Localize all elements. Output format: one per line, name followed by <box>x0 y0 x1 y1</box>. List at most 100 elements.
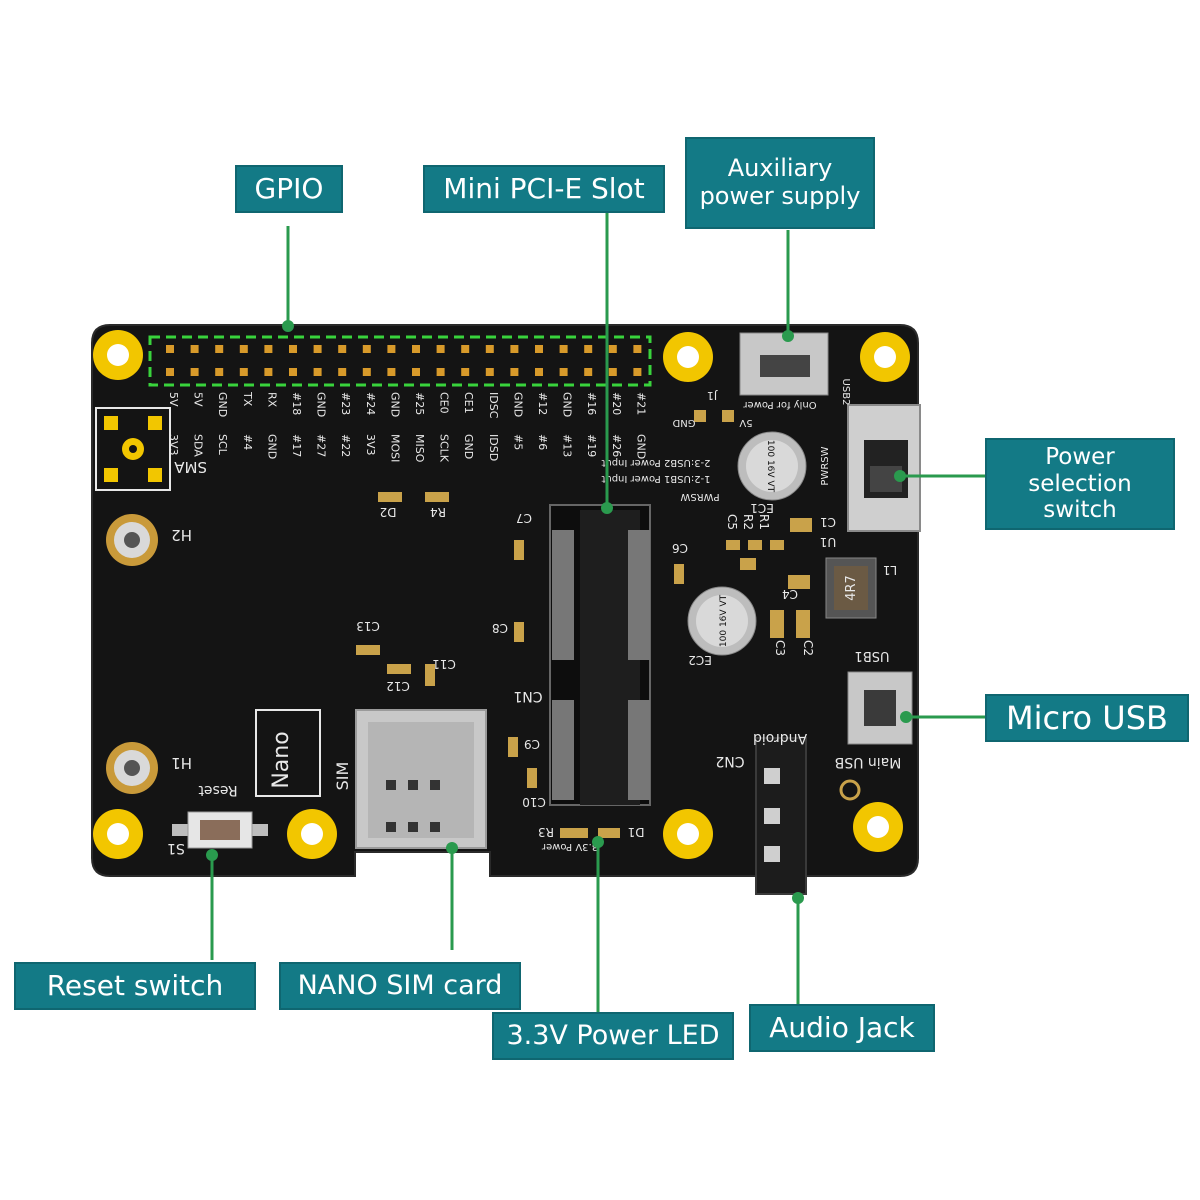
mini-pcie-slot <box>549 504 651 806</box>
capacitor-silk-label: C3 <box>773 640 787 656</box>
gpio-pin-label-top: IDSC <box>487 392 500 419</box>
gpio-pin <box>633 368 642 376</box>
gpio-pin-label-top: GND <box>315 392 328 417</box>
capacitor-silk-label: C12 <box>386 679 410 693</box>
ec2-silk: EC2 <box>688 653 712 667</box>
u1-silk: U1 <box>820 535 836 549</box>
gpio-callout: GPIO <box>235 165 343 213</box>
gpio-pin <box>190 345 199 353</box>
usb1-connector <box>847 671 913 745</box>
gpio-pin <box>584 345 593 353</box>
cn1-silk: CN1 <box>513 688 542 704</box>
gpio-pin-label-bottom: SCLK <box>438 434 451 463</box>
gpio-pin <box>313 368 322 376</box>
sma-footprint <box>95 407 171 491</box>
ec1-cap <box>737 431 807 501</box>
capacitor-silk-label: C7 <box>516 511 532 525</box>
gpio-pin <box>535 368 543 376</box>
capacitor-silk-label: C13 <box>356 619 380 633</box>
gpio-pin <box>362 345 371 353</box>
sim-holder <box>355 709 487 849</box>
gpio-pin-label-top: CE0 <box>438 392 451 414</box>
gpio-pin-label-top: 5V <box>192 392 205 407</box>
usb2-silk: USB2 <box>840 379 851 406</box>
sma-label: SMA <box>174 458 207 476</box>
gpio-pin-label-top: CE1 <box>462 392 475 414</box>
mini-pcie-callout: Mini PCI-E Slot <box>423 165 665 213</box>
d2-silk: D2 <box>380 505 397 519</box>
pwrsw-note1: 1-2:USB1 Power Input <box>601 473 710 484</box>
gpio-pin-label-bottom: GND <box>462 434 475 459</box>
gpio-silk-labels: 5V3V35VSDAGNDSCLTX#4RXGND#18#17GND#27#23… <box>167 391 647 463</box>
j1-gnd-silk: GND <box>672 417 695 428</box>
gpio-pin-label-bottom: #27 <box>315 434 328 457</box>
gpio-pin <box>485 368 494 376</box>
r3-silk: R3 <box>538 825 554 839</box>
gpio-pin-label-bottom: #26 <box>610 434 623 457</box>
power-led-callout: 3.3V Power LED <box>492 1012 734 1060</box>
gpio-pin-label-bottom: 3V3 <box>167 434 180 456</box>
power-slide-switch <box>847 404 921 532</box>
j1-5v-silk: 5V <box>739 417 752 428</box>
gpio-pin <box>510 345 519 353</box>
mount-holes <box>93 330 910 859</box>
gpio-pin <box>215 368 224 376</box>
cn2-pad <box>839 779 861 801</box>
gpio-pin <box>510 368 519 376</box>
gpio-pin <box>338 345 347 353</box>
gpio-outline <box>148 335 652 387</box>
gpio-pin <box>264 368 273 376</box>
gpio-pin-label-bottom: MOSI <box>388 434 401 462</box>
s1-silk: S1 <box>167 840 185 856</box>
aux-power-callout-text: Auxiliary power supply <box>699 154 861 210</box>
nano-sim-callout: NANO SIM card <box>279 962 521 1010</box>
gpio-pin-label-bottom: SDA <box>192 434 205 457</box>
pwrsw-label2: PWRSW <box>680 491 719 502</box>
audio-jack-callout: Audio Jack <box>749 1004 935 1052</box>
r4-silk: R4 <box>430 505 446 519</box>
gpio-pin <box>436 345 445 353</box>
audio-jack-callout-text: Audio Jack <box>769 1010 915 1044</box>
gpio-pin-label-bottom: #19 <box>585 434 598 457</box>
gpio-pin <box>485 345 494 353</box>
gpio-pin-label-top: #24 <box>364 392 377 415</box>
capacitor-silk-label: C6 <box>672 541 688 555</box>
gpio-pin-label-top: #16 <box>585 392 598 415</box>
gpio-callout-text: GPIO <box>254 171 324 205</box>
h2-standoff <box>106 514 158 566</box>
h2-label: H2 <box>171 526 192 544</box>
ec1-value: 100 16V VT <box>765 440 775 493</box>
gpio-pin-label-bottom: GND <box>265 434 278 459</box>
ec2-cap <box>687 586 757 656</box>
capacitor-silk-label: C5 <box>725 514 739 530</box>
gpio-pin-label-bottom: #4 <box>241 434 254 450</box>
gpio-pin <box>338 368 347 376</box>
gpio-pin <box>461 368 470 376</box>
gpio-pin-label-top: RX <box>265 392 278 408</box>
gpio-pin <box>313 345 322 353</box>
reset-button <box>172 811 268 849</box>
capacitor-silk-label: C4 <box>782 587 798 601</box>
gpio-pin-label-top: #20 <box>610 392 623 415</box>
gpio-header <box>166 345 642 376</box>
gpio-pin <box>215 345 224 353</box>
ec1-silk: EC1 <box>750 501 774 515</box>
gpio-pin <box>289 345 297 353</box>
nano-sim-callout-text: NANO SIM card <box>297 970 503 1002</box>
gpio-pin-label-bottom: IDSD <box>487 434 500 461</box>
gpio-pin-label-bottom: GND <box>634 434 647 459</box>
gpio-pin <box>362 368 371 376</box>
inductor-value: 4R7 <box>844 575 859 601</box>
micro-usb-callout-text: Micro USB <box>1006 698 1168 737</box>
gpio-pin <box>436 368 445 376</box>
gpio-pin <box>387 345 396 353</box>
power-led-callout-text: 3.3V Power LED <box>506 1020 720 1052</box>
gpio-pin-label-top: GND <box>511 392 524 417</box>
gpio-pin-label-bottom: SCL <box>216 434 229 456</box>
gpio-pin <box>584 368 593 376</box>
power-led-silk: 3.3V Power <box>541 841 598 852</box>
gpio-pin <box>633 345 642 353</box>
leader-lines <box>210 212 986 1012</box>
